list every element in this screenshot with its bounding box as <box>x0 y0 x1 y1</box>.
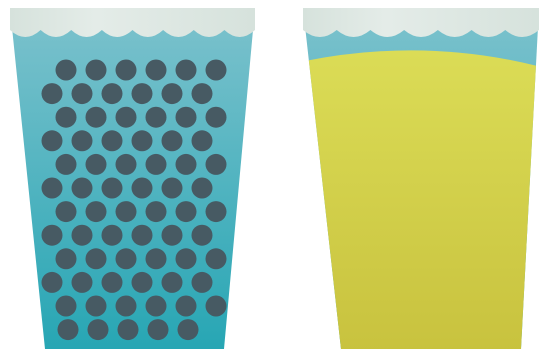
tapioca-pearl <box>176 154 197 175</box>
tapioca-pearl <box>58 319 79 340</box>
tapioca-pearl <box>42 178 63 199</box>
tapioca-pearl <box>176 60 197 81</box>
tapioca-pearl <box>162 225 183 246</box>
tapioca-pearl <box>146 107 167 128</box>
tapioca-pearl <box>162 83 183 104</box>
tapioca-pearl <box>42 83 63 104</box>
tapioca-pearl <box>102 83 123 104</box>
tapioca-pearl <box>86 107 107 128</box>
tapioca-pearl <box>56 154 77 175</box>
tapioca-pearl <box>132 272 153 293</box>
tapioca-pearl <box>102 178 123 199</box>
tapioca-pearl <box>176 248 197 269</box>
tapioca-pearl <box>206 296 227 317</box>
tapioca-pearl <box>132 225 153 246</box>
tapioca-pearl <box>176 296 197 317</box>
tapioca-pearl <box>192 272 213 293</box>
right-cup <box>300 8 539 349</box>
tapioca-pearl <box>72 83 93 104</box>
tapioca-pearl <box>192 83 213 104</box>
tapioca-pearl <box>116 154 137 175</box>
tapioca-pearl <box>86 154 107 175</box>
tapioca-pearl <box>162 178 183 199</box>
tapioca-pearl <box>192 178 213 199</box>
tapioca-pearl <box>116 60 137 81</box>
tapioca-pearl <box>116 296 137 317</box>
tapioca-pearl <box>102 272 123 293</box>
tapioca-pearl <box>206 248 227 269</box>
tapioca-pearl <box>56 60 77 81</box>
tapioca-pearl <box>116 248 137 269</box>
tapioca-pearl <box>42 272 63 293</box>
tapioca-pearl <box>162 272 183 293</box>
tapioca-pearl <box>192 130 213 151</box>
tapioca-pearl <box>176 201 197 222</box>
tapioca-pearl <box>206 154 227 175</box>
tapioca-pearl <box>132 83 153 104</box>
tapioca-pearl <box>72 225 93 246</box>
tapioca-pearl <box>146 154 167 175</box>
tapioca-pearl <box>72 272 93 293</box>
tapioca-pearl <box>162 130 183 151</box>
tapioca-pearl <box>102 225 123 246</box>
tapioca-pearl <box>206 107 227 128</box>
tapioca-pearl <box>88 319 109 340</box>
tapioca-pearl <box>206 201 227 222</box>
tapioca-pearl <box>116 201 137 222</box>
tapioca-pearl <box>42 130 63 151</box>
tapioca-pearl <box>86 60 107 81</box>
tapioca-pearl <box>86 248 107 269</box>
tapioca-pearl <box>146 60 167 81</box>
tapioca-pearl <box>132 178 153 199</box>
tapioca-pearl <box>146 201 167 222</box>
tapioca-pearl <box>118 319 139 340</box>
tapioca-pearl <box>176 107 197 128</box>
left-cup <box>10 8 255 349</box>
drink-fill <box>300 50 539 349</box>
tapioca-pearl <box>72 178 93 199</box>
tapioca-pearl <box>42 225 63 246</box>
tapioca-pearl <box>146 296 167 317</box>
tapioca-pearl <box>146 248 167 269</box>
tapioca-pearl <box>178 319 199 340</box>
tapioca-pearl <box>56 201 77 222</box>
tapioca-pearl <box>192 225 213 246</box>
tapioca-pearl <box>72 130 93 151</box>
tapioca-pearl <box>56 296 77 317</box>
tapioca-pearl <box>148 319 169 340</box>
tapioca-pearl <box>86 201 107 222</box>
tapioca-pearl <box>56 248 77 269</box>
tapioca-pearl <box>116 107 137 128</box>
tapioca-pearl <box>56 107 77 128</box>
tapioca-pearl <box>206 60 227 81</box>
tapioca-pearl <box>86 296 107 317</box>
tapioca-pearl <box>102 130 123 151</box>
tapioca-pearl <box>132 130 153 151</box>
